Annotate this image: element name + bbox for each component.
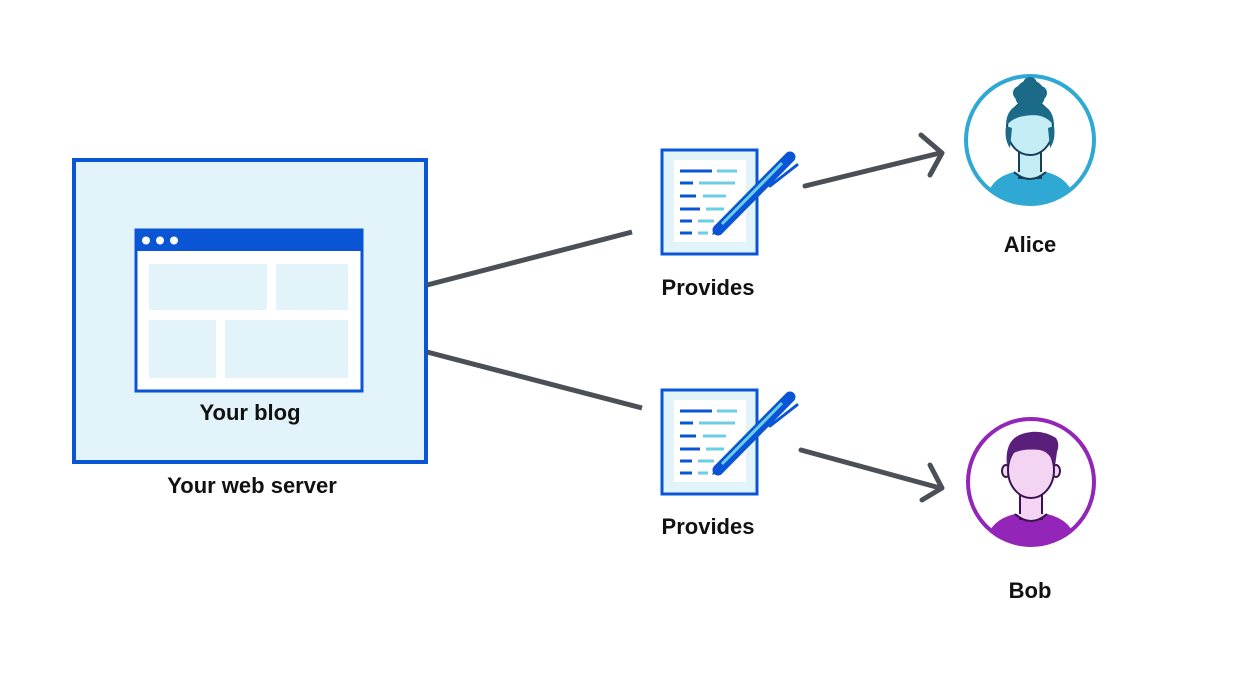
pen-icon — [712, 151, 799, 236]
provides-label-top: Provides — [661, 275, 755, 300]
connector-line-bottom — [426, 349, 643, 411]
signed-document-icon — [660, 388, 799, 496]
arrow-icon — [802, 132, 945, 189]
blog-label: Your blog — [199, 400, 301, 425]
provides-label-bottom: Provides — [661, 514, 755, 539]
signed-document-icon — [660, 148, 799, 256]
web-server-label: Your web server — [167, 473, 337, 498]
browser-window-icon — [134, 228, 364, 393]
connector-line-top — [426, 229, 633, 288]
alice-avatar-icon — [964, 74, 1096, 206]
bob-avatar-icon — [966, 417, 1096, 547]
alice-name-label: Alice — [1003, 232, 1057, 257]
arrow-icon — [798, 447, 945, 503]
bob-name-label: Bob — [1008, 578, 1052, 603]
pen-icon — [712, 391, 799, 476]
